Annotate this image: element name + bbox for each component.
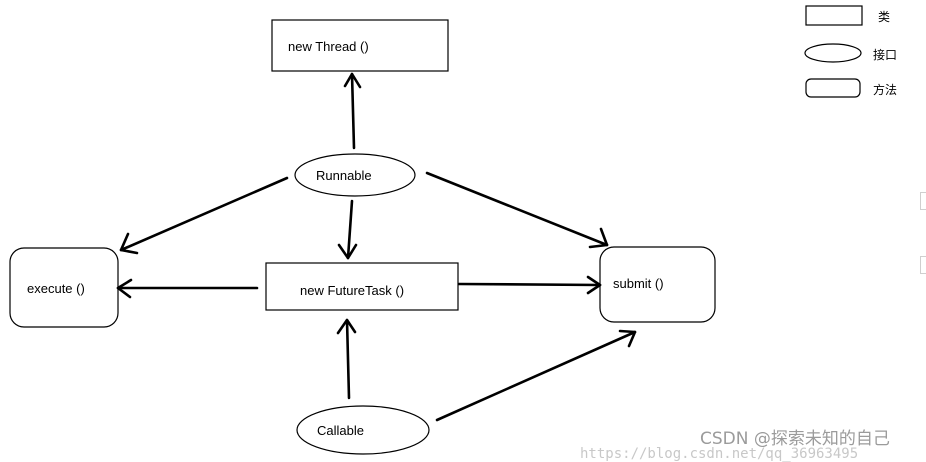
node-new-futuretask: new FutureTask () [265,262,459,311]
legend-class: 类 [805,5,890,26]
node-execute: execute () [9,247,119,328]
node-new-futuretask-label: new FutureTask () [300,283,404,298]
node-new-thread: new Thread () [271,19,449,72]
edge-mark-top [920,192,926,210]
arrow-callable-to-futuretask [336,318,357,400]
node-submit-label: submit () [613,276,664,291]
arrow-futuretask-to-submit [457,275,602,295]
node-new-thread-label: new Thread () [288,39,369,54]
arrow-runnable-to-thread [343,72,362,150]
legend-interface: 接口 [804,43,897,63]
edge-mark-bottom [920,256,926,274]
arrow-runnable-to-futuretask [337,199,358,260]
node-runnable: Runnable [294,153,416,197]
node-callable-label: Callable [317,423,364,438]
arrow-runnable-to-submit [425,171,609,249]
legend: 类 接口 方法 [804,5,897,98]
legend-method: 方法 [805,78,897,98]
legend-interface-label: 接口 [873,47,897,62]
node-execute-label: execute () [27,281,85,296]
arrow-futuretask-to-execute [116,278,259,299]
node-submit: submit () [599,246,716,323]
watermark-url: https://blog.csdn.net/qq_36963495 [580,446,859,462]
node-callable: Callable [296,405,430,455]
node-runnable-label: Runnable [316,168,372,183]
arrow-runnable-to-execute [119,176,289,255]
legend-method-label: 方法 [873,82,897,97]
csdn-watermark: CSDN @探索未知的自己 [700,429,890,449]
legend-class-label: 类 [878,10,890,24]
arrow-callable-to-submit [435,329,637,422]
